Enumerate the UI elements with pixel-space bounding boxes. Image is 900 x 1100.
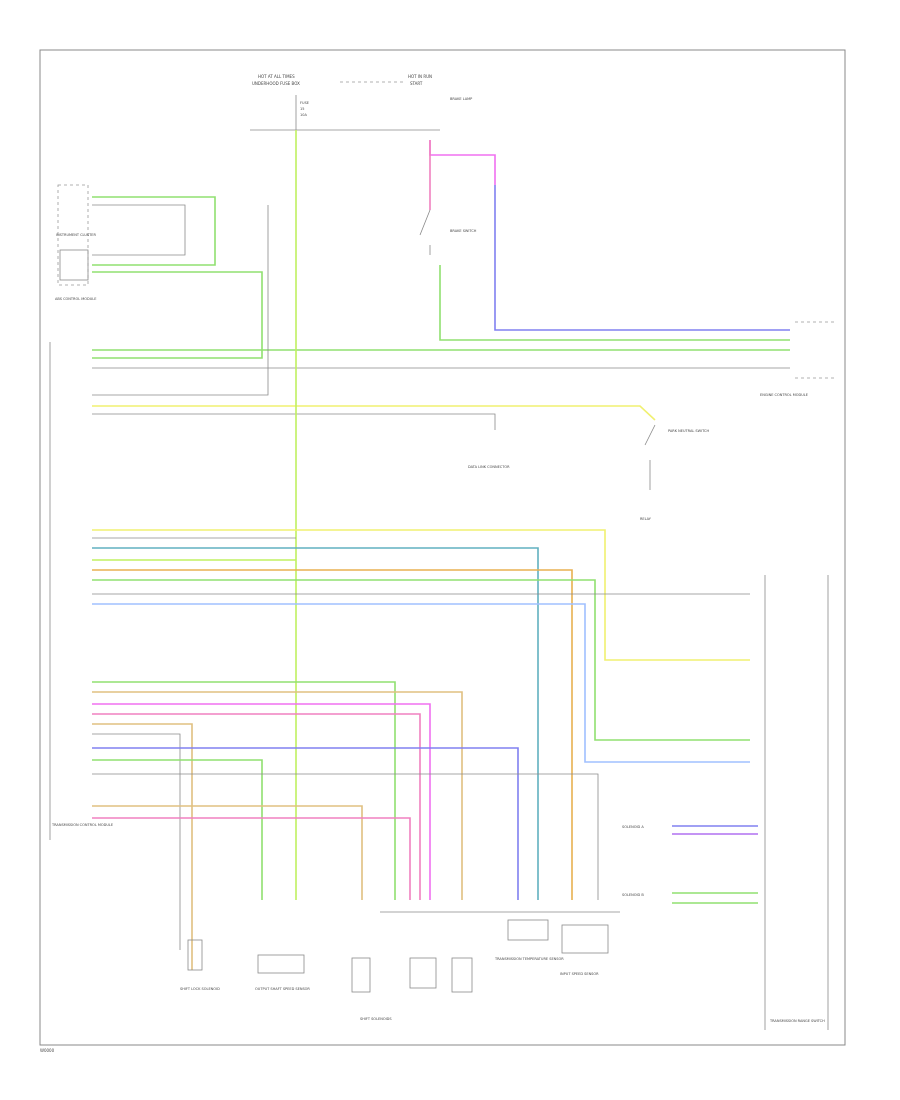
output-speed-label: OUTPUT SHAFT SPEED SENSOR — [255, 987, 310, 991]
fuse-label: FUSE — [300, 101, 309, 105]
wire-tan-lower-3 — [92, 805, 363, 900]
wire-lightblue-main — [92, 603, 750, 763]
data-link-label: DATA LINK CONNECTOR — [468, 465, 510, 469]
wire-brake-green — [439, 265, 790, 341]
abs-module-box — [59, 249, 89, 281]
ecm-label: ENGINE CONTROL MODULE — [760, 393, 808, 397]
left-module-label: TRANSMISSION CONTROL MODULE — [51, 823, 113, 827]
trans-range-label: TRANSMISSION RANGE SWITCH — [769, 1019, 825, 1023]
top-left-source2: UNDERHOOD FUSE BOX — [252, 81, 300, 86]
wire-green-lower-2 — [92, 759, 263, 900]
wire-abs-green — [92, 271, 263, 359]
wire-pn-yellow — [92, 405, 656, 421]
abs-module-label: ABS CONTROL MODULE — [55, 297, 96, 301]
trans-temp-label: TRANSMISSION TEMPERATURE SENSOR — [494, 957, 564, 961]
wire-pink-lower — [92, 713, 421, 900]
solenoid-a-label: SOLENOID A — [622, 825, 644, 829]
shift-solenoid-2 — [409, 957, 437, 989]
solenoid-b-label: SOLENOID B — [622, 893, 644, 897]
brake-switch-symbol — [419, 209, 431, 255]
output-speed-box — [257, 954, 305, 974]
shift-solenoid-1 — [351, 957, 371, 993]
input-speed-box — [561, 924, 609, 954]
fuse-rating: 10A — [300, 113, 307, 117]
wire-green-lower — [92, 681, 396, 900]
wire-orange-main — [92, 569, 573, 900]
shift-solenoid-3 — [451, 957, 473, 993]
wire-feed-gray — [92, 205, 269, 396]
shift-solenoids-label: SHIFT SOLENOIDS — [360, 1017, 392, 1021]
wire-tan-lower-2 — [92, 723, 193, 970]
park-neutral-label: PARK NEUTRAL SWITCH — [668, 429, 709, 433]
shift-lock-label: SHIFT LOCK SOLENOID — [180, 987, 220, 991]
wire-yellow-main — [92, 529, 750, 661]
wire-cluster-green — [92, 196, 216, 266]
wire-pn-gray — [92, 413, 496, 430]
diagram-frame — [39, 49, 846, 1046]
relay-label: RELAY — [640, 517, 652, 521]
brake-switch-label: BRAKE SWITCH — [450, 229, 477, 233]
trans-temp-box — [507, 919, 549, 941]
park-neutral-symbol — [644, 424, 656, 490]
wire-green-main — [92, 579, 750, 741]
splice-box-label: BRAKE LAMP — [450, 97, 472, 101]
wire-pink-lower-2 — [92, 817, 411, 900]
wire-tan-lower — [92, 691, 463, 900]
wire-brake-feed — [429, 140, 496, 185]
input-speed-label: INPUT SPEED SENSOR — [560, 972, 599, 976]
shift-lock-box — [187, 939, 203, 971]
wire-gray-lower-2 — [92, 773, 599, 900]
wire-brake-purple — [494, 185, 790, 331]
wire-blue-main — [92, 547, 539, 900]
top-right-source2: START — [410, 81, 423, 86]
instrument-cluster-label: INSTRUMENT CLUSTER — [56, 233, 96, 237]
top-left-source: HOT AT ALL TIMES — [258, 74, 295, 79]
diagram-code: W0000 — [40, 1048, 55, 1053]
trans-range-bracket — [764, 575, 829, 1030]
fuse-id: 15 — [300, 107, 304, 111]
wire-gray-lower — [92, 733, 181, 950]
wire-magenta-lower — [92, 703, 431, 900]
instrument-cluster-box — [57, 184, 89, 286]
wire-blue-lower — [92, 747, 519, 900]
wire-cluster-gray — [92, 204, 186, 256]
top-right-source: HOT IN RUN — [408, 74, 432, 79]
